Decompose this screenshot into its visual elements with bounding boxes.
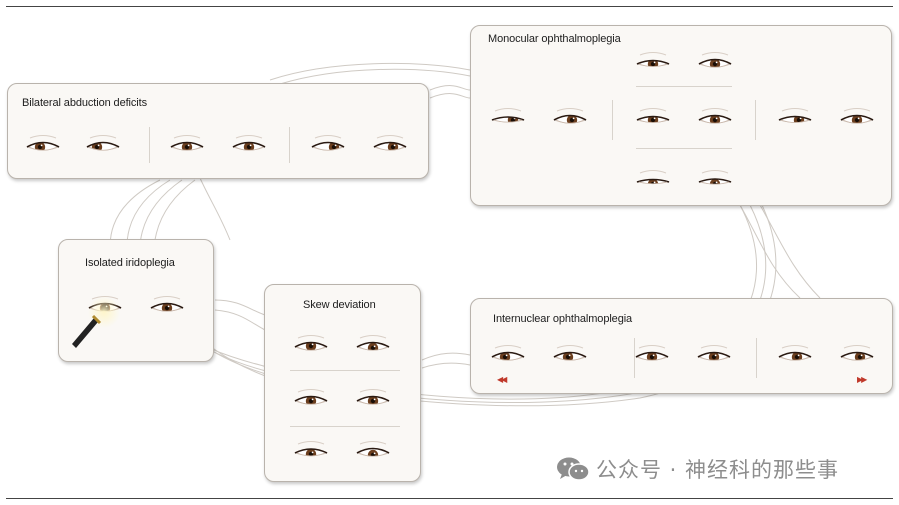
eye-icon bbox=[778, 345, 812, 361]
eye-icon bbox=[553, 345, 587, 361]
separator bbox=[612, 100, 613, 140]
eye-icon bbox=[698, 108, 732, 124]
penlight-icon bbox=[72, 296, 120, 348]
eye-icon bbox=[840, 345, 874, 361]
separator bbox=[636, 86, 732, 87]
top-rule bbox=[6, 6, 893, 7]
panel-title: Internuclear ophthalmoplegia bbox=[493, 313, 633, 325]
eye-icon bbox=[635, 345, 669, 361]
eye-icon bbox=[356, 389, 390, 405]
eye-icon bbox=[491, 108, 525, 123]
panel-isolated-iridoplegia: Isolated iridoplegia bbox=[58, 239, 214, 362]
eye-icon bbox=[636, 52, 670, 67]
eye-icon bbox=[311, 135, 345, 151]
panel-bilateral-abduction: Bilateral abduction deficits bbox=[7, 83, 429, 179]
wechat-icon bbox=[557, 457, 590, 481]
panel-title: Isolated iridoplegia bbox=[85, 257, 175, 269]
eye-icon bbox=[356, 335, 390, 351]
separator bbox=[290, 370, 400, 371]
eye-icon bbox=[86, 135, 120, 151]
watermark-text: 公众号 · 神经科的那些事 bbox=[596, 458, 840, 482]
eye-icon bbox=[232, 135, 266, 151]
separator bbox=[149, 127, 150, 163]
eye-icon bbox=[294, 441, 328, 457]
eye-icon bbox=[698, 170, 732, 185]
panel-skew-deviation: Skew deviation bbox=[264, 284, 421, 482]
separator bbox=[755, 100, 756, 140]
separator bbox=[756, 338, 757, 378]
eye-icon bbox=[356, 441, 390, 457]
eye-icon bbox=[698, 52, 732, 68]
eye-icon bbox=[778, 108, 812, 123]
panel-title: Bilateral abduction deficits bbox=[22, 97, 147, 109]
panel-internuclear-ophthalmoplegia: Internuclear ophthalmoplegia bbox=[470, 298, 893, 394]
panel-monocular-ophthalmoplegia: Monocular ophthalmoplegia bbox=[470, 25, 892, 206]
eye-icon bbox=[697, 345, 731, 361]
eye-icon bbox=[294, 335, 328, 351]
eye-icon bbox=[491, 345, 525, 361]
separator bbox=[290, 426, 400, 427]
panel-title: Monocular ophthalmoplegia bbox=[488, 33, 621, 45]
eye-icon bbox=[636, 108, 670, 123]
separator bbox=[636, 148, 732, 149]
left-arrow-icon: ◀◀ bbox=[497, 375, 507, 384]
eye-icon bbox=[170, 135, 204, 151]
eye-icon bbox=[553, 108, 587, 124]
watermark: 公众号 · 神经科的那些事 bbox=[556, 455, 839, 483]
eye-icon bbox=[26, 135, 60, 151]
eye-icon bbox=[294, 389, 328, 405]
separator bbox=[289, 127, 290, 163]
eye-icon bbox=[373, 135, 407, 151]
separator bbox=[634, 338, 635, 378]
panel-title: Skew deviation bbox=[303, 299, 376, 311]
eye-icon bbox=[635, 170, 671, 185]
bottom-rule bbox=[6, 498, 893, 499]
eye-icon bbox=[840, 108, 874, 124]
eye-icon bbox=[150, 296, 184, 312]
right-arrow-icon: ▶▶ bbox=[857, 375, 867, 384]
